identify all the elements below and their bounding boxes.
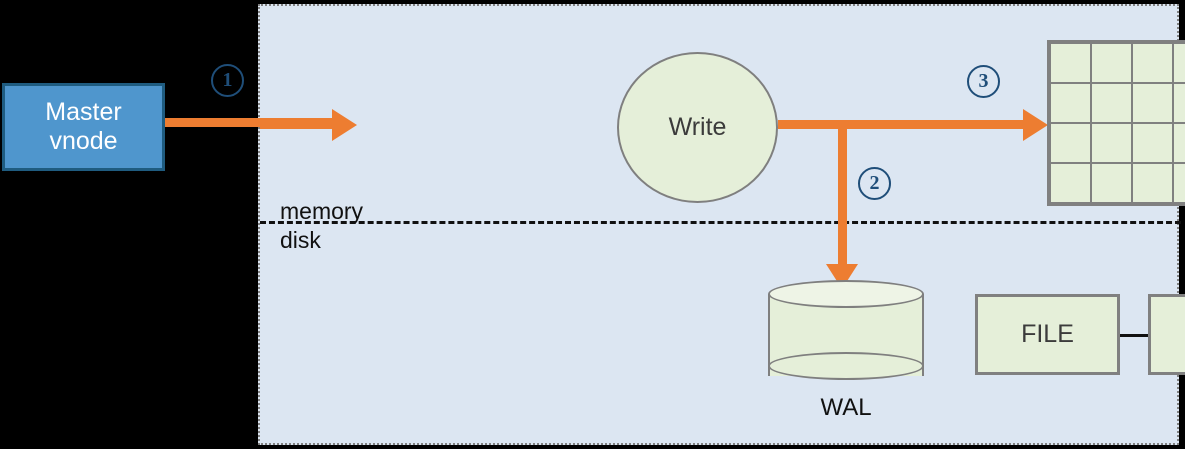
wal-label: WAL [820,394,872,421]
grid-cell [1090,42,1133,84]
grid-cell [1172,162,1185,204]
memory-block-grid[interactable] [1047,40,1185,206]
vnode-panel: memory disk Write 2 3 [258,4,1185,445]
master-vnode-box[interactable]: Master vnode [2,83,165,171]
arrow-3-line [778,120,1031,129]
grid-cell [1131,42,1174,84]
arrow-1-line [165,118,338,127]
arrow-2-line [838,124,847,279]
disk-label: disk [280,227,321,253]
master-vnode-line2: vnode [49,127,118,155]
grid-cell [1172,122,1185,164]
grid-cell [1049,42,1092,84]
grid-cell [1172,82,1185,124]
write-node[interactable]: Write [617,52,778,203]
arrow-3-head-icon [1023,109,1048,141]
file-box-1-label: FILE [1021,320,1074,348]
memory-disk-divider [260,221,1181,224]
grid-cell [1172,42,1185,84]
master-vnode-line1: Master [45,97,122,126]
step-badge-3: 3 [967,65,1000,98]
memory-label: memory [280,198,364,224]
file-box-2[interactable]: FILE [1148,294,1185,375]
step-badge-2: 2 [858,167,891,200]
step-badge-1: 1 [211,64,244,97]
wal-cylinder-top [768,280,924,308]
write-node-label: Write [668,113,727,141]
grid-cell [1049,82,1092,124]
grid-cell [1090,122,1133,164]
wal-cylinder-bottom [768,352,924,380]
wal-cylinder[interactable] [768,280,924,380]
grid-cell [1090,162,1133,204]
grid-cell [1049,122,1092,164]
grid-cell [1131,122,1174,164]
grid-cell [1049,162,1092,204]
grid-cell [1090,82,1133,124]
file-link-connector [1120,334,1149,337]
grid-cell [1131,162,1174,204]
grid-cell [1131,82,1174,124]
file-box-1[interactable]: FILE [975,294,1120,375]
